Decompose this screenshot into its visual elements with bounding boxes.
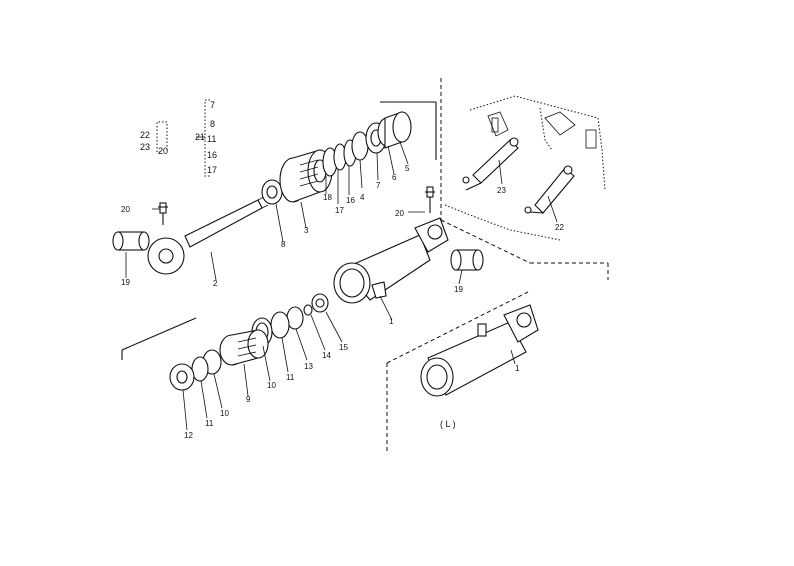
view-label-l: ( L ) xyxy=(440,419,456,429)
label-part-5: 5 xyxy=(405,164,410,173)
label-part-12: 12 xyxy=(184,431,193,440)
kit-21-item-4: 16 xyxy=(207,150,217,160)
part-5-nut xyxy=(384,111,412,149)
kit-21-number: 21 xyxy=(195,132,205,142)
label-part-17: 17 xyxy=(335,206,344,215)
label-part-22: 22 xyxy=(555,223,564,232)
part-1-cylinder-left-version xyxy=(420,304,539,397)
machine-inset-view xyxy=(444,95,606,241)
part-number-labels: 1 2 3 4 5 6 7 8 9 10 10 11 11 12 13 14 1… xyxy=(121,164,564,440)
kit-21-bracket xyxy=(196,99,210,177)
kit-number-23: 23 xyxy=(140,142,150,152)
label-part-1: 1 xyxy=(389,317,394,326)
label-part-11-lower: 11 xyxy=(205,419,214,428)
leader-lines xyxy=(125,141,516,431)
label-part-7: 7 xyxy=(376,181,381,190)
kit-22-23-bracket xyxy=(156,121,168,153)
part-2-piston-rod xyxy=(147,196,269,275)
label-part-13: 13 xyxy=(304,362,313,371)
label-part-4: 4 xyxy=(360,193,365,202)
label-part-9: 9 xyxy=(246,395,251,404)
section-divider-lines xyxy=(121,78,609,452)
inset-cylinder-23 xyxy=(462,137,519,191)
kit-number-22: 22 xyxy=(140,130,150,140)
part-19-bushing-right xyxy=(450,249,484,271)
label-part-14: 14 xyxy=(322,351,331,360)
part-9-piston xyxy=(219,329,269,366)
label-part-10-lower: 10 xyxy=(220,409,229,418)
label-part-10-upper: 10 xyxy=(267,381,276,390)
part-8-ring xyxy=(261,179,283,205)
label-part-1-left-version: 1 xyxy=(515,364,520,373)
label-part-20-right: 20 xyxy=(395,209,404,218)
part-1-cylinder-tube xyxy=(333,217,449,321)
kit-21-item-5: 17 xyxy=(207,165,217,175)
label-part-6: 6 xyxy=(392,173,397,182)
kit-21-item-1: 7 xyxy=(210,100,215,110)
part-20-grease-fitting-right xyxy=(425,186,435,213)
label-part-15: 15 xyxy=(339,343,348,352)
part-15-nut xyxy=(311,293,329,313)
part-20-grease-fitting-left xyxy=(158,202,168,225)
part-14-ring xyxy=(303,304,313,316)
kit-21-item-3: 11 xyxy=(207,134,216,144)
kit-21-labels: 21 7 8 11 16 17 xyxy=(195,100,217,175)
label-part-20-left: 20 xyxy=(121,205,130,214)
label-part-11-upper: 11 xyxy=(286,373,295,382)
part-19-bushing-left xyxy=(112,231,150,251)
label-part-19-left: 19 xyxy=(121,278,130,287)
inset-cylinder-22 xyxy=(524,165,575,214)
label-part-18: 18 xyxy=(323,193,332,202)
part-12-ring xyxy=(169,363,195,391)
label-part-23: 23 xyxy=(497,186,506,195)
label-part-19-right: 19 xyxy=(454,285,463,294)
part-11-ring-upper xyxy=(270,311,290,339)
label-part-16: 16 xyxy=(346,196,355,205)
label-part-8: 8 xyxy=(281,240,286,249)
kit-22-23-item: 20 xyxy=(158,146,168,156)
kit-22-23-labels: 22 23 20 xyxy=(140,130,168,156)
label-part-2: 2 xyxy=(213,279,218,288)
label-part-3: 3 xyxy=(304,226,309,235)
kit-21-item-2: 8 xyxy=(210,119,215,129)
